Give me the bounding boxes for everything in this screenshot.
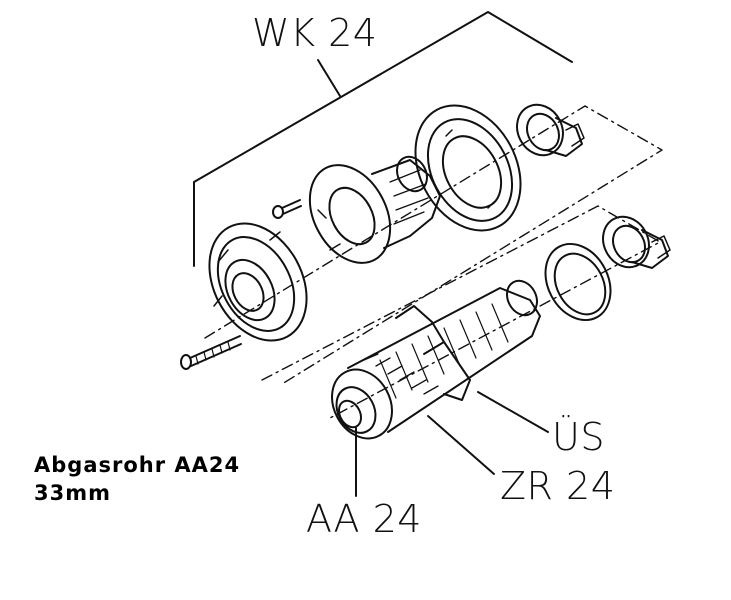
outer-wall-plate: [208, 222, 308, 342]
sealing-ring: [544, 242, 612, 322]
wk-bracket: [193, 11, 573, 267]
corrugated-pipe: [331, 279, 541, 440]
hose-clamp-upper: [516, 103, 585, 157]
dash-envelope-lower: [261, 205, 661, 419]
caption-title: Abgasrohr AA24: [34, 453, 241, 477]
label-zr-24: ZR 24: [500, 464, 616, 508]
wk-leader: [317, 59, 341, 97]
flanged-collar: [308, 155, 441, 264]
caption-size: 33mm: [34, 481, 111, 505]
label-wk-24: WK 24: [252, 11, 378, 55]
long-screw: [180, 335, 242, 370]
hose-clamp-lower: [602, 215, 671, 269]
dash-envelope-upper: [204, 105, 663, 385]
label-aa-24: AA 24: [306, 497, 422, 541]
inner-wall-plate: [414, 104, 522, 232]
small-screw: [272, 199, 302, 219]
us-leader: [477, 391, 549, 433]
zr-leader: [427, 415, 495, 475]
label-us: ÜS: [552, 415, 605, 459]
product-caption: Abgasrohr AA24 33mm: [34, 451, 240, 507]
